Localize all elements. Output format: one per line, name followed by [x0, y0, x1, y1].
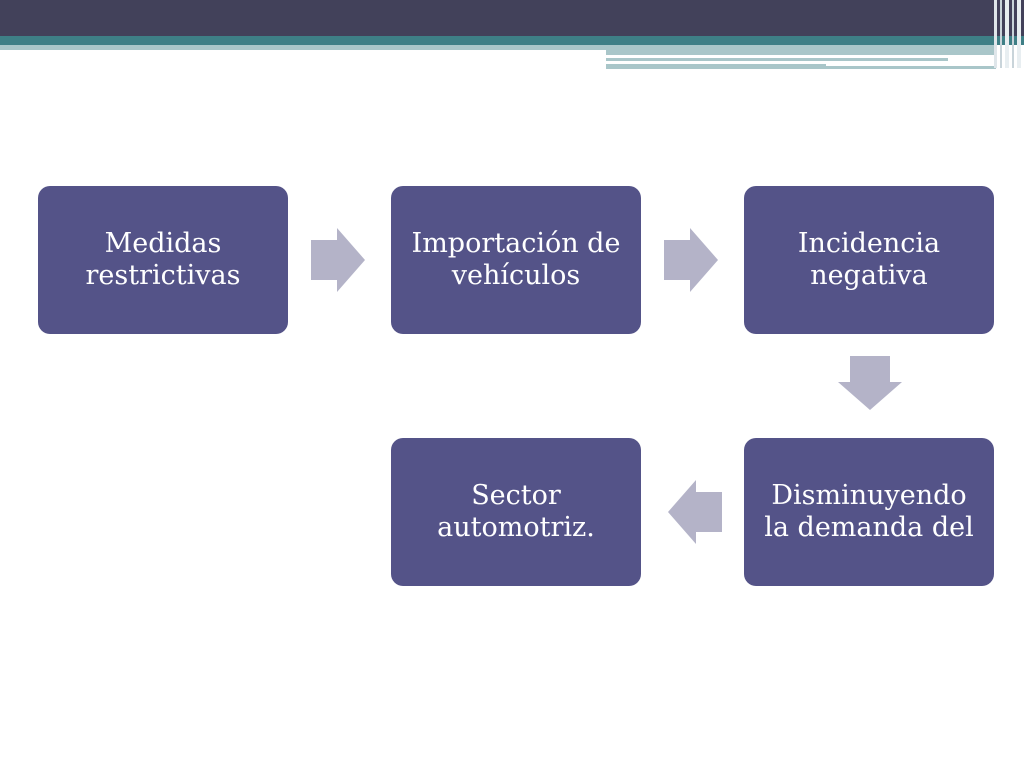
header-stripe-5: [1017, 0, 1021, 68]
node-medidas-restrictivas: Medidas restrictivas: [38, 186, 288, 334]
node-sector-automotriz: Sector automotriz.: [391, 438, 641, 586]
node-disminuyendo-la-demanda: Disminuyendo la demanda del: [744, 438, 994, 586]
node-importacion-de-vehiculos: Importación de vehículos: [391, 186, 641, 334]
header-accent-line-2: [606, 64, 826, 69]
header-stripe-3: [1005, 0, 1009, 68]
node-label: Disminuyendo la demanda del: [764, 480, 974, 543]
header-teal-band: [0, 36, 1024, 45]
arrow-right-icon: [664, 228, 718, 292]
header-accent-line-3: [826, 66, 996, 69]
arrow-left-icon: [668, 480, 722, 544]
header-light-band: [0, 45, 606, 50]
node-incidencia-negativa: Incidencia negativa: [744, 186, 994, 334]
header-stripe-2: [1000, 0, 1002, 68]
header-accent-line-1: [606, 58, 948, 61]
header-stripe-1: [994, 0, 997, 68]
node-label: Incidencia negativa: [797, 228, 941, 291]
header-stripe-4: [1012, 0, 1014, 68]
node-label: Medidas restrictivas: [85, 228, 241, 291]
node-label: Sector automotriz.: [437, 480, 595, 543]
header-dark-band: [0, 0, 1024, 36]
arrow-right-icon: [311, 228, 365, 292]
arrow-down-icon: [838, 356, 902, 410]
node-label: Importación de vehículos: [411, 228, 621, 291]
header-light-band-right: [606, 45, 996, 55]
